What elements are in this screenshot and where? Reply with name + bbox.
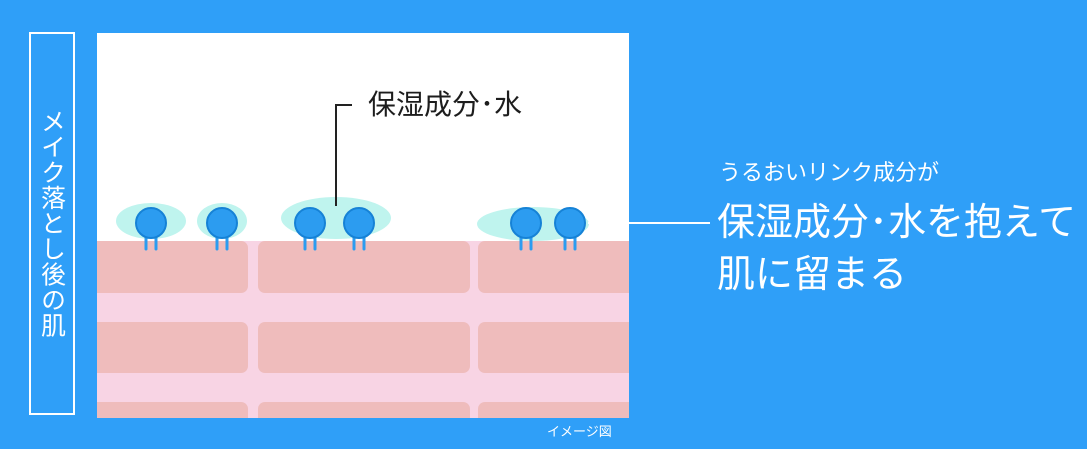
- molecule-icon: [343, 207, 375, 251]
- molecule-icon: [135, 207, 167, 251]
- title-border-box: [29, 32, 75, 415]
- skin-cell: [478, 322, 629, 373]
- vertical-title: メイク落とし後の肌: [37, 108, 67, 338]
- skin-cell: [97, 402, 248, 418]
- molecule-icon: [554, 207, 586, 251]
- skin-layer: [97, 104, 629, 418]
- ingredient-label: 保湿成分･水: [368, 88, 523, 121]
- skin-cell: [258, 241, 470, 293]
- ingredient-callout-line: [335, 104, 352, 206]
- benefit-subtitle: うるおいリンク成分が: [719, 161, 940, 186]
- benefit-headline-line2: 肌に留まる: [717, 252, 908, 296]
- molecule-icon: [206, 207, 238, 251]
- molecule-icon: [294, 207, 326, 251]
- skin-cell: [478, 402, 629, 418]
- image-caption: イメージ図: [547, 425, 612, 440]
- skin-cell: [97, 322, 248, 373]
- skin-cell: [258, 402, 470, 418]
- skin-cell: [478, 241, 629, 293]
- skin-cell: [258, 322, 470, 373]
- skin-cell: [97, 241, 248, 293]
- benefit-headline-line1: 保湿成分･水を抱えて: [717, 200, 1077, 244]
- molecule-icon: [510, 207, 542, 251]
